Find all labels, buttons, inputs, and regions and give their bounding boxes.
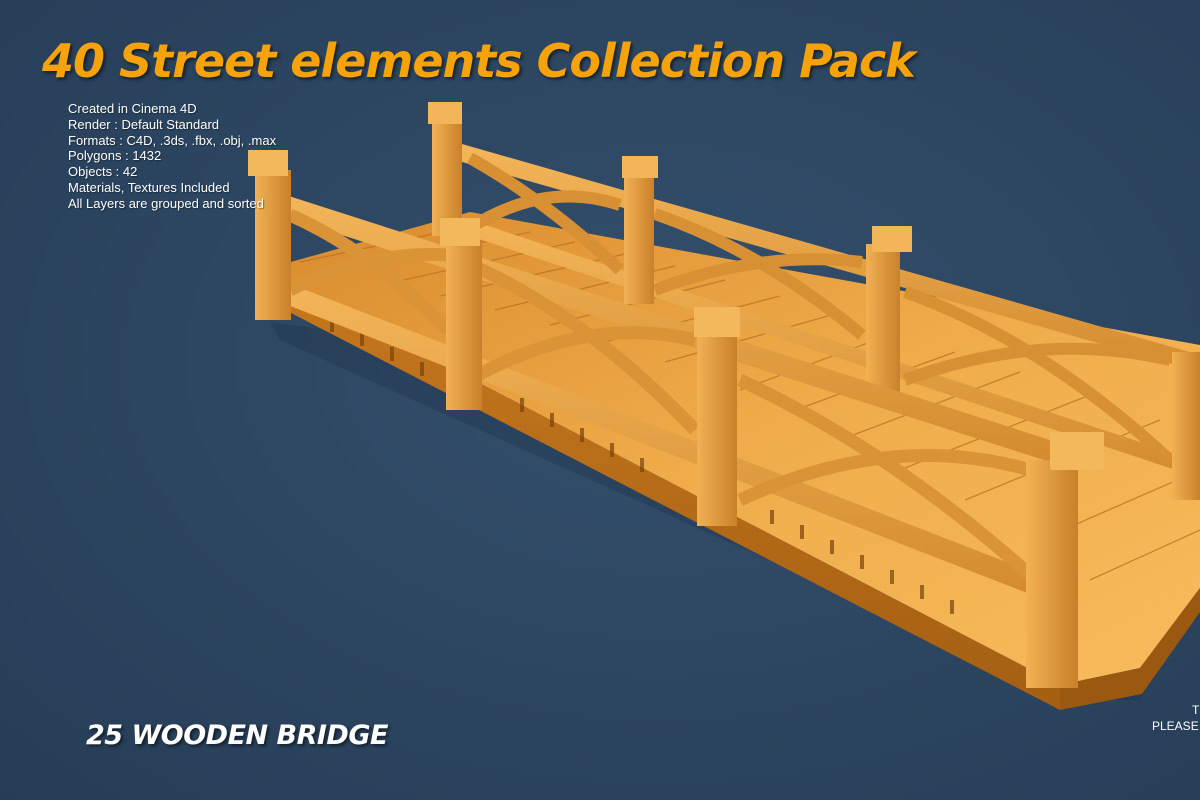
corner-text-fragment: PLEASE I [1152,719,1200,733]
deck-end [1060,588,1200,710]
post [697,330,737,526]
info-line: Objects : 42 [68,164,138,180]
info-line: Created in Cinema 4D [68,101,197,116]
page-title: 40 Street elements Collection Pack [42,34,916,88]
info-line: Render : Default Standard [68,116,220,132]
item-label: 25 WOODEN BRIDGE [86,720,388,751]
info-line: Materials, Textures Included [68,179,230,195]
back-railing [428,102,1200,500]
corner-text-fragment: T [1192,703,1200,717]
info-block: Created in Cinema 4D Render : Default St… [68,101,276,212]
deck-beam-ends [330,318,954,614]
post [1026,460,1078,688]
info-line: Formats : C4D, .3ds, .fbx, .obj, .max [68,132,277,148]
info-line: All Layers are grouped and sorted [68,195,264,211]
post [255,170,291,320]
post [446,240,482,410]
front-railing [248,150,1104,688]
info-line: Polygons : 1432 [68,148,162,164]
